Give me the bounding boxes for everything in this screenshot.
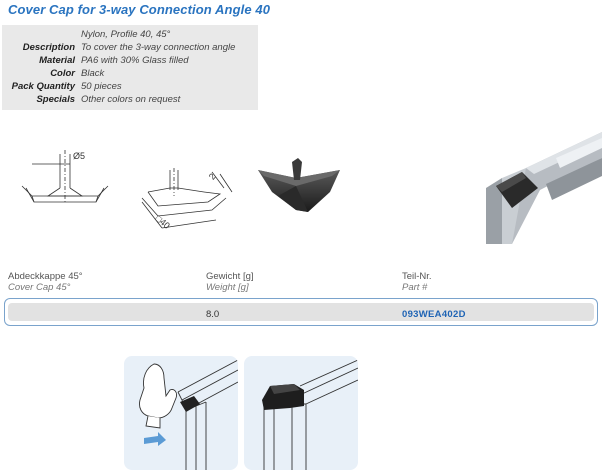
header-part-number-en: Part #: [402, 282, 428, 293]
spec-box: Nylon, Profile 40, 45° Description To co…: [2, 25, 258, 110]
spec-row-color: Color Black: [2, 68, 258, 80]
spec-value: Other colors on request: [81, 94, 181, 105]
header-part-number: Teil-Nr. Part #: [402, 271, 432, 293]
install-step-1-panel: [124, 356, 238, 470]
diameter-dimension: Ø5: [73, 151, 85, 161]
spec-value: Black: [81, 68, 105, 79]
spec-value: PA6 with 30% Glass filled: [81, 55, 189, 66]
spec-label: Material: [39, 55, 75, 66]
spec-label: Description: [22, 42, 75, 53]
header-cover-cap-de: Abdeckkappe 45°: [8, 271, 83, 282]
install-step-2-panel: [244, 356, 358, 470]
header-weight-de: Gewicht [g]: [206, 271, 254, 282]
install-step-1-illustration: [139, 359, 238, 470]
header-cover-cap: Abdeckkappe 45° Cover Cap 45°: [8, 271, 83, 293]
front-view-drawing: Ø5: [21, 150, 109, 204]
spec-label: Specials: [36, 94, 75, 105]
product-title: Cover Cap for 3-way Connection Angle 40: [8, 2, 271, 17]
install-step-2-illustration: [262, 359, 358, 470]
spec-row-material: Material PA6 with 30% Glass filled: [2, 55, 258, 67]
assembly-image: [486, 128, 602, 244]
spec-row-pack-quantity: Pack Quantity 50 pieces: [2, 81, 258, 93]
spec-row-specials: Specials Other colors on request: [2, 94, 258, 106]
header-part-number-de: Teil-Nr.: [402, 271, 432, 282]
spec-label: Pack Quantity: [11, 81, 75, 92]
weight-value: 8.0: [206, 309, 220, 320]
part-number-link[interactable]: 093WEA402D: [402, 309, 466, 320]
spec-label: Color: [50, 68, 75, 79]
cover-cap-image: [258, 158, 340, 212]
table-row-fill: [8, 303, 594, 321]
spec-subtitle: Nylon, Profile 40, 45°: [81, 29, 171, 40]
spec-row-description: Description To cover the 3-way connectio…: [2, 42, 258, 54]
table-row[interactable]: [4, 298, 598, 326]
spec-value: 50 pieces: [81, 81, 122, 92]
thickness-dimension: 2: [207, 171, 218, 181]
header-cover-cap-en: Cover Cap 45°: [8, 282, 71, 293]
spec-value: To cover the 3-way connection angle: [81, 42, 236, 53]
header-weight-en: Weight [g]: [206, 282, 249, 293]
square-dimension: □40: [154, 213, 172, 231]
side-view-drawing: 2 □40: [141, 168, 233, 231]
header-weight: Gewicht [g] Weight [g]: [206, 271, 254, 293]
spec-subtitle-row: Nylon, Profile 40, 45°: [2, 29, 258, 41]
